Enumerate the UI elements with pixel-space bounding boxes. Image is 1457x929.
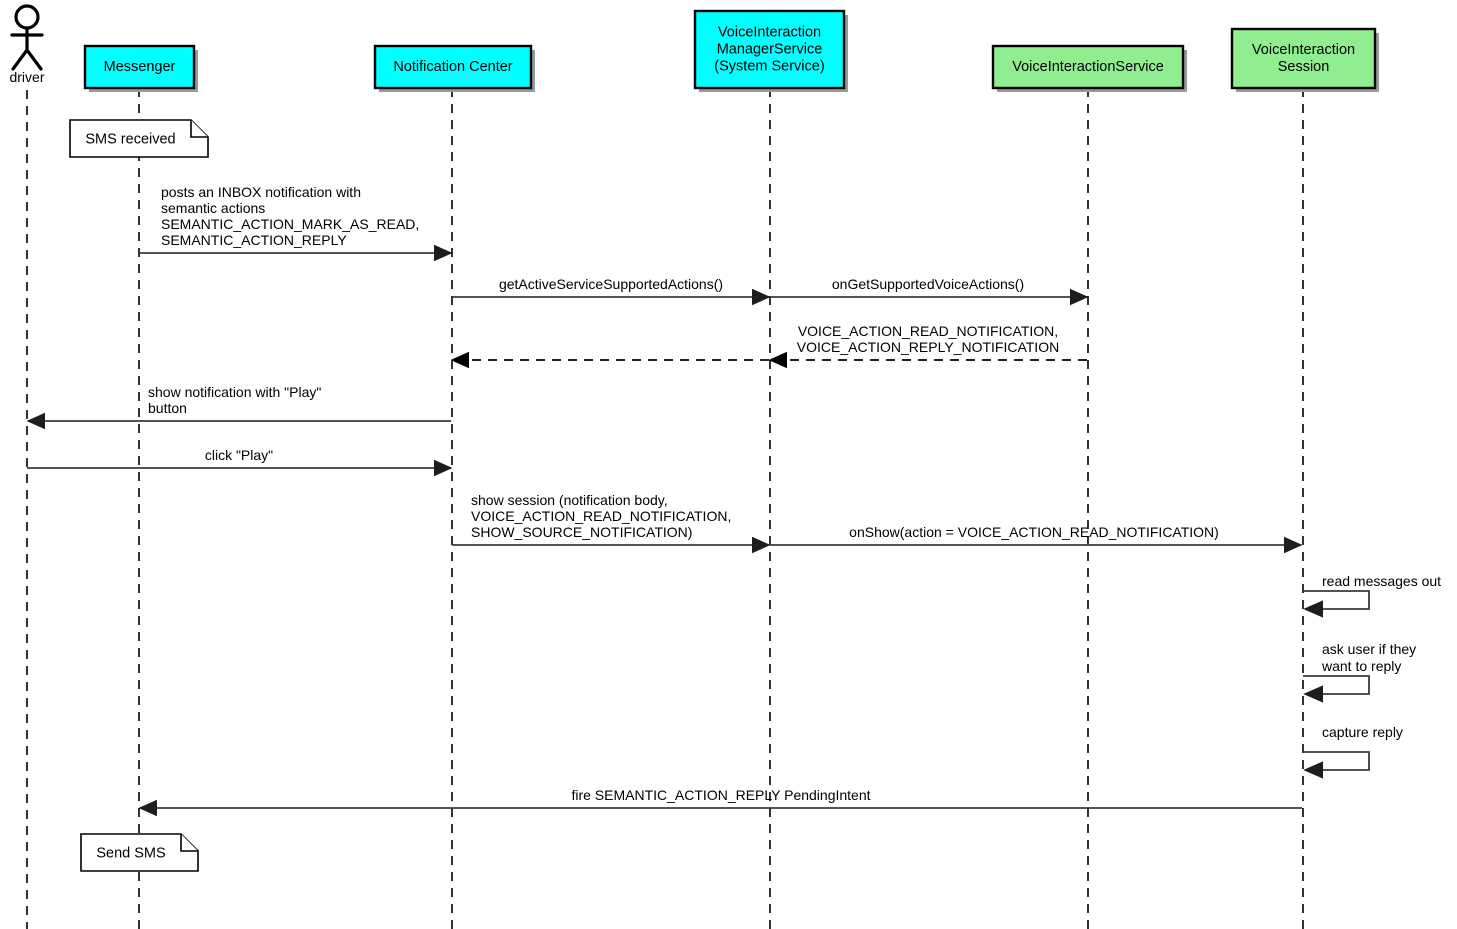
note-text: SMS received: [85, 132, 175, 148]
participant-label-messenger: Messenger: [104, 59, 176, 75]
message-label: click "Play": [205, 447, 273, 463]
actor-body-icon: [10, 26, 44, 71]
actor-figures-group: driver: [9, 4, 45, 85]
message-label: fire SEMANTIC_ACTION_REPLY PendingIntent: [571, 787, 870, 803]
participant-box-rect: [1230, 27, 1377, 90]
actor-driver[interactable]: driver: [9, 4, 45, 85]
lifelines-group: [26, 88, 1304, 929]
note-text: Send SMS: [96, 846, 165, 862]
message-label: show session (notification body,: [471, 492, 668, 508]
self-message-arrow: [1303, 751, 1370, 779]
message-label: posts an INBOX notification with: [161, 184, 361, 200]
message-msg-show-session[interactable]: show session (notification body,VOICE_AC…: [452, 492, 771, 554]
message-label: show notification with "Play": [148, 384, 321, 400]
message-label: VOICE_ACTION_READ_NOTIFICATION,: [798, 323, 1058, 339]
participant-label-vims: ManagerService: [717, 41, 823, 57]
participant-box-rect: [373, 44, 533, 90]
note-sms-received[interactable]: SMS received: [69, 119, 209, 158]
participant-box-messenger[interactable]: Messenger: [83, 44, 198, 92]
message-label: SHOW_SOURCE_NOTIFICATION): [471, 524, 692, 540]
participant-label-session: VoiceInteraction: [1252, 42, 1355, 58]
participant-label-vims: (System Service): [714, 58, 824, 74]
message-label: SEMANTIC_ACTION_REPLY: [161, 232, 347, 248]
participant-label-vis: VoiceInteractionService: [1012, 59, 1164, 75]
participant-label-notification_center: Notification Center: [393, 59, 512, 75]
self-message-arrow: [1303, 590, 1370, 618]
actor-label-driver: driver: [9, 69, 44, 85]
note-fold-corner-icon: [180, 834, 198, 852]
message-msg-click-play[interactable]: click "Play": [27, 447, 453, 477]
message-label: button: [148, 400, 187, 416]
self-message-label: capture reply: [1322, 724, 1403, 740]
self-message-label: want to reply: [1321, 658, 1401, 674]
participant-box-vis[interactable]: VoiceInteractionService: [991, 44, 1187, 92]
message-label: SEMANTIC_ACTION_MARK_AS_READ,: [161, 216, 419, 232]
message-msg-return-voice-actions-to-vims[interactable]: VOICE_ACTION_READ_NOTIFICATION,VOICE_ACT…: [768, 323, 1087, 369]
actor-head-icon: [14, 4, 40, 30]
participant-box-rect: [693, 9, 846, 90]
self-message-label: read messages out: [1322, 573, 1441, 589]
message-msg-get-active-service-supported-actions[interactable]: getActiveServiceSupportedActions(): [452, 276, 771, 306]
note-send-sms[interactable]: Send SMS: [80, 833, 199, 872]
participant-boxes-group: Messenger Notification Center VoiceInterac…: [83, 9, 1379, 92]
message-label: onShow(action = VOICE_ACTION_READ_NOTIFI…: [849, 524, 1219, 540]
message-label: semantic actions: [161, 200, 265, 216]
message-msg-show-notification-with-play-button[interactable]: show notification with "Play"button: [26, 384, 451, 430]
message-msg-post-inbox-notification[interactable]: posts an INBOX notification withsemantic…: [139, 184, 453, 262]
note-shape: [80, 833, 199, 872]
participant-box-notification_center[interactable]: Notification Center: [373, 44, 535, 92]
participant-box-rect: [83, 44, 196, 90]
message-msg-on-get-supported-voice-actions[interactable]: onGetSupportedVoiceActions(): [770, 276, 1089, 306]
message-label: onGetSupportedVoiceActions(): [832, 276, 1024, 292]
messages-group: posts an INBOX notification withsemantic…: [26, 184, 1303, 817]
participant-label-vims: VoiceInteraction: [718, 24, 821, 40]
participant-box-rect: [991, 44, 1185, 90]
message-label: VOICE_ACTION_READ_NOTIFICATION,: [471, 508, 731, 524]
participant-label-session: Session: [1278, 59, 1330, 75]
self-message-self-capture-reply[interactable]: capture reply: [1303, 724, 1403, 779]
self-message-arrow: [1303, 675, 1370, 703]
note-fold-corner-icon: [190, 120, 208, 138]
message-msg-on-show[interactable]: onShow(action = VOICE_ACTION_READ_NOTIFI…: [770, 524, 1303, 554]
message-msg-fire-semantic-action-reply-pending-intent[interactable]: fire SEMANTIC_ACTION_REPLY PendingIntent: [138, 787, 1302, 817]
message-label: VOICE_ACTION_REPLY_NOTIFICATION: [797, 339, 1059, 355]
message-label: getActiveServiceSupportedActions(): [499, 276, 723, 292]
note-shape: [69, 119, 209, 158]
self-message-self-read-messages-out[interactable]: read messages out: [1303, 573, 1441, 618]
self-message-label: ask user if they: [1322, 641, 1416, 657]
